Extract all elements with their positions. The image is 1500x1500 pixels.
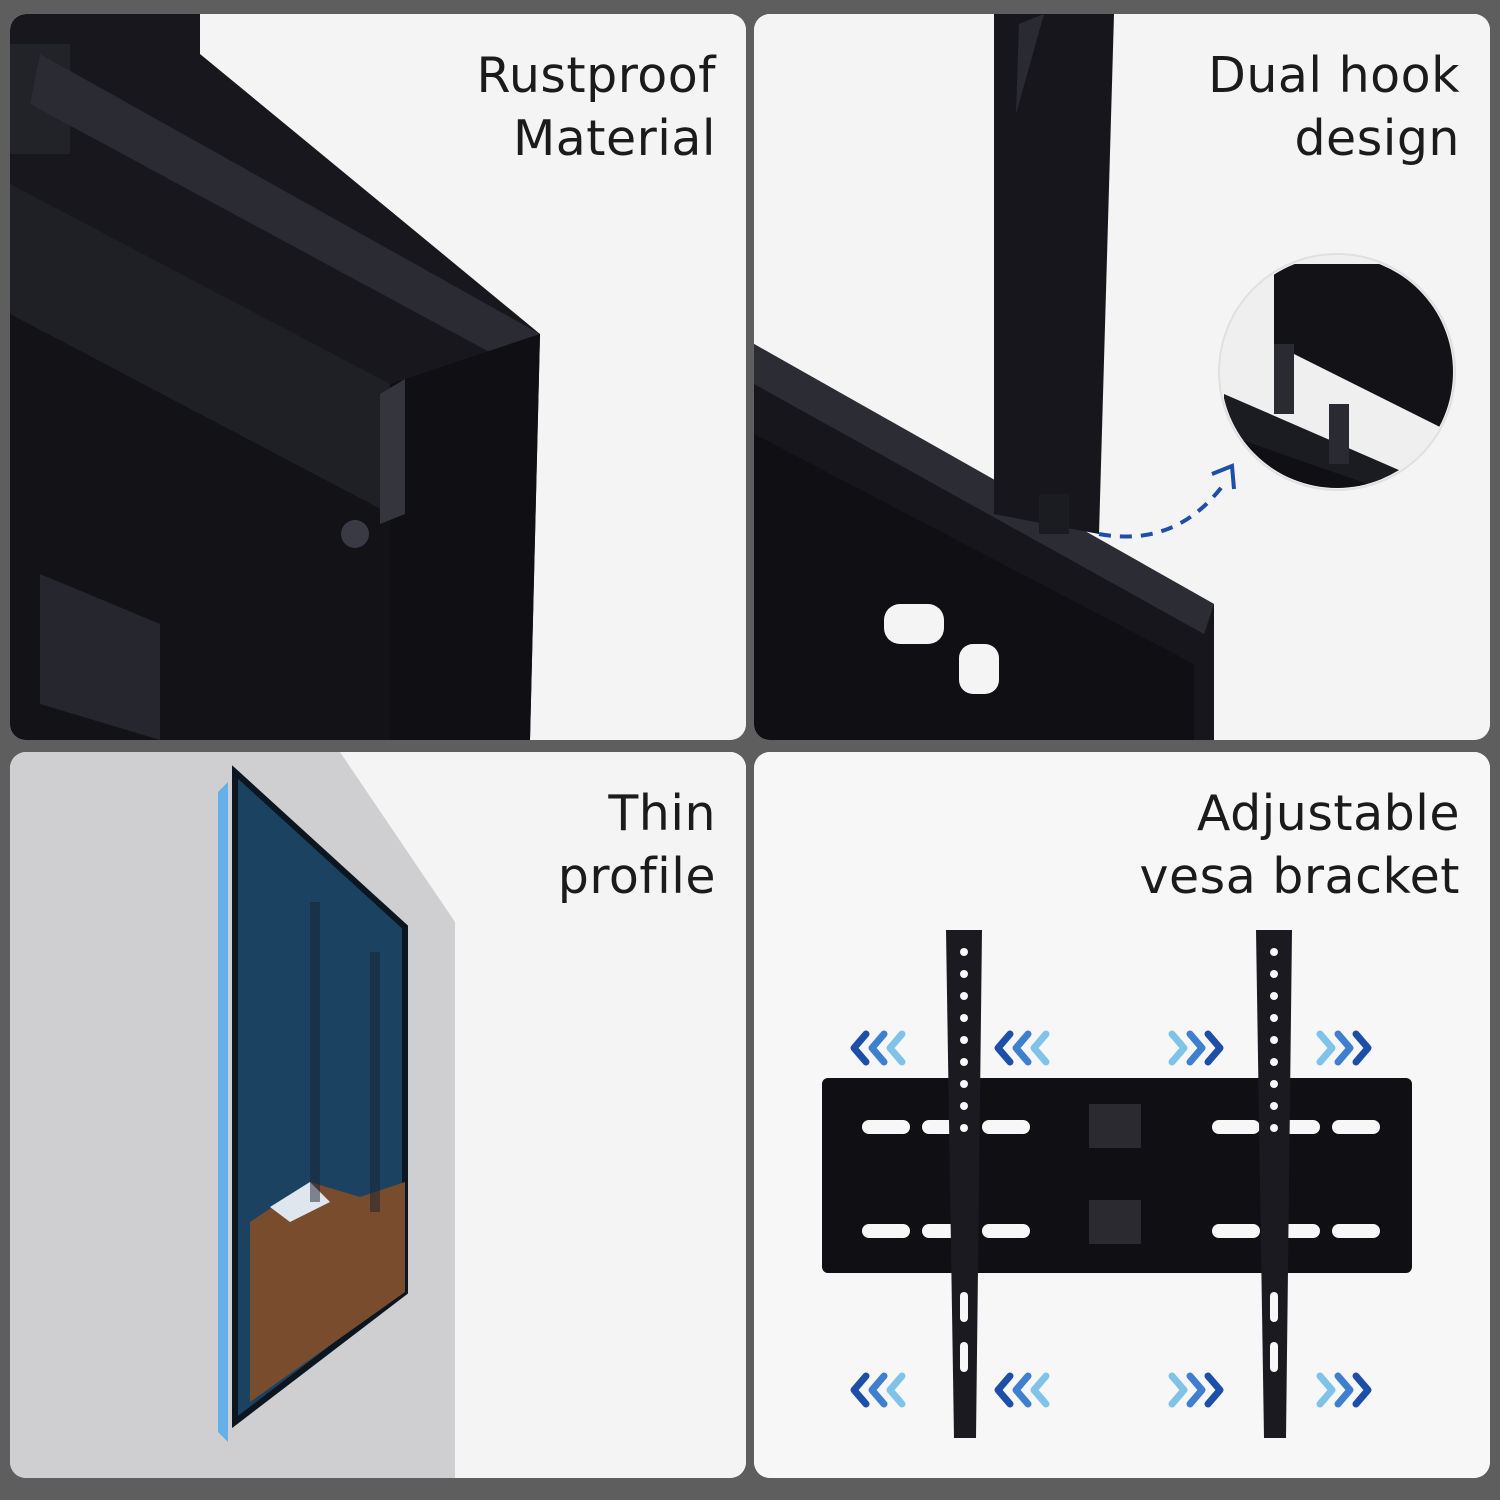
caption-dual-hook: Dual hook design [1208, 44, 1460, 170]
caption-line-1: Thin [608, 785, 716, 842]
tv-mount-bracket-icon [754, 752, 1490, 1478]
caption-line-2: design [1294, 110, 1460, 167]
caption-rustproof: Rustproof Material [476, 44, 716, 170]
caption-line-2: vesa bracket [1139, 848, 1460, 905]
caption-line-2: Material [512, 110, 716, 167]
bracket-corner-closeup-icon [10, 14, 746, 740]
caption-line-1: Adjustable [1196, 785, 1460, 842]
panel-vesa: Adjustable vesa bracket [754, 752, 1490, 1478]
arrow-left-bottom-2 [994, 1372, 1050, 1408]
arrow-left-bottom-1 [850, 1372, 906, 1408]
caption-vesa: Adjustable vesa bracket [1140, 782, 1460, 908]
caption-line-2: profile [557, 848, 716, 905]
arrow-left-top-2 [994, 1030, 1050, 1066]
arrow-right-top-1 [1168, 1030, 1224, 1066]
panel-rustproof: Rustproof Material [10, 14, 746, 740]
caption-thin-profile: Thin profile [558, 782, 716, 908]
wall-mounted-tv-icon [10, 752, 746, 1478]
arrow-left-top-1 [850, 1030, 906, 1066]
panel-dual-hook: Dual hook design [754, 14, 1490, 740]
arrow-right-bottom-1 [1168, 1372, 1224, 1408]
arrow-right-bottom-2 [1316, 1372, 1372, 1408]
caption-line-1: Dual hook [1208, 47, 1460, 104]
arrow-right-top-2 [1316, 1030, 1372, 1066]
hook-detail-magnifier-icon [754, 14, 1490, 740]
caption-line-1: Rustproof [476, 47, 716, 104]
panel-thin-profile: Thin profile [10, 752, 746, 1478]
